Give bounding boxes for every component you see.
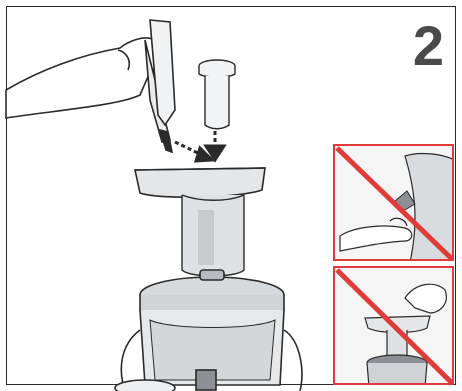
hopper-lid — [135, 168, 265, 197]
warning-panel-2 — [333, 266, 454, 385]
juicer-body — [115, 270, 302, 391]
feed-tube — [182, 195, 244, 276]
hand-with-tool — [6, 20, 175, 152]
warning-panel-1 — [333, 144, 454, 261]
pusher-part — [199, 60, 235, 129]
prohibited-sign-icon — [335, 146, 454, 261]
prohibited-sign-icon — [335, 268, 454, 385]
step-number: 2 — [413, 18, 444, 74]
